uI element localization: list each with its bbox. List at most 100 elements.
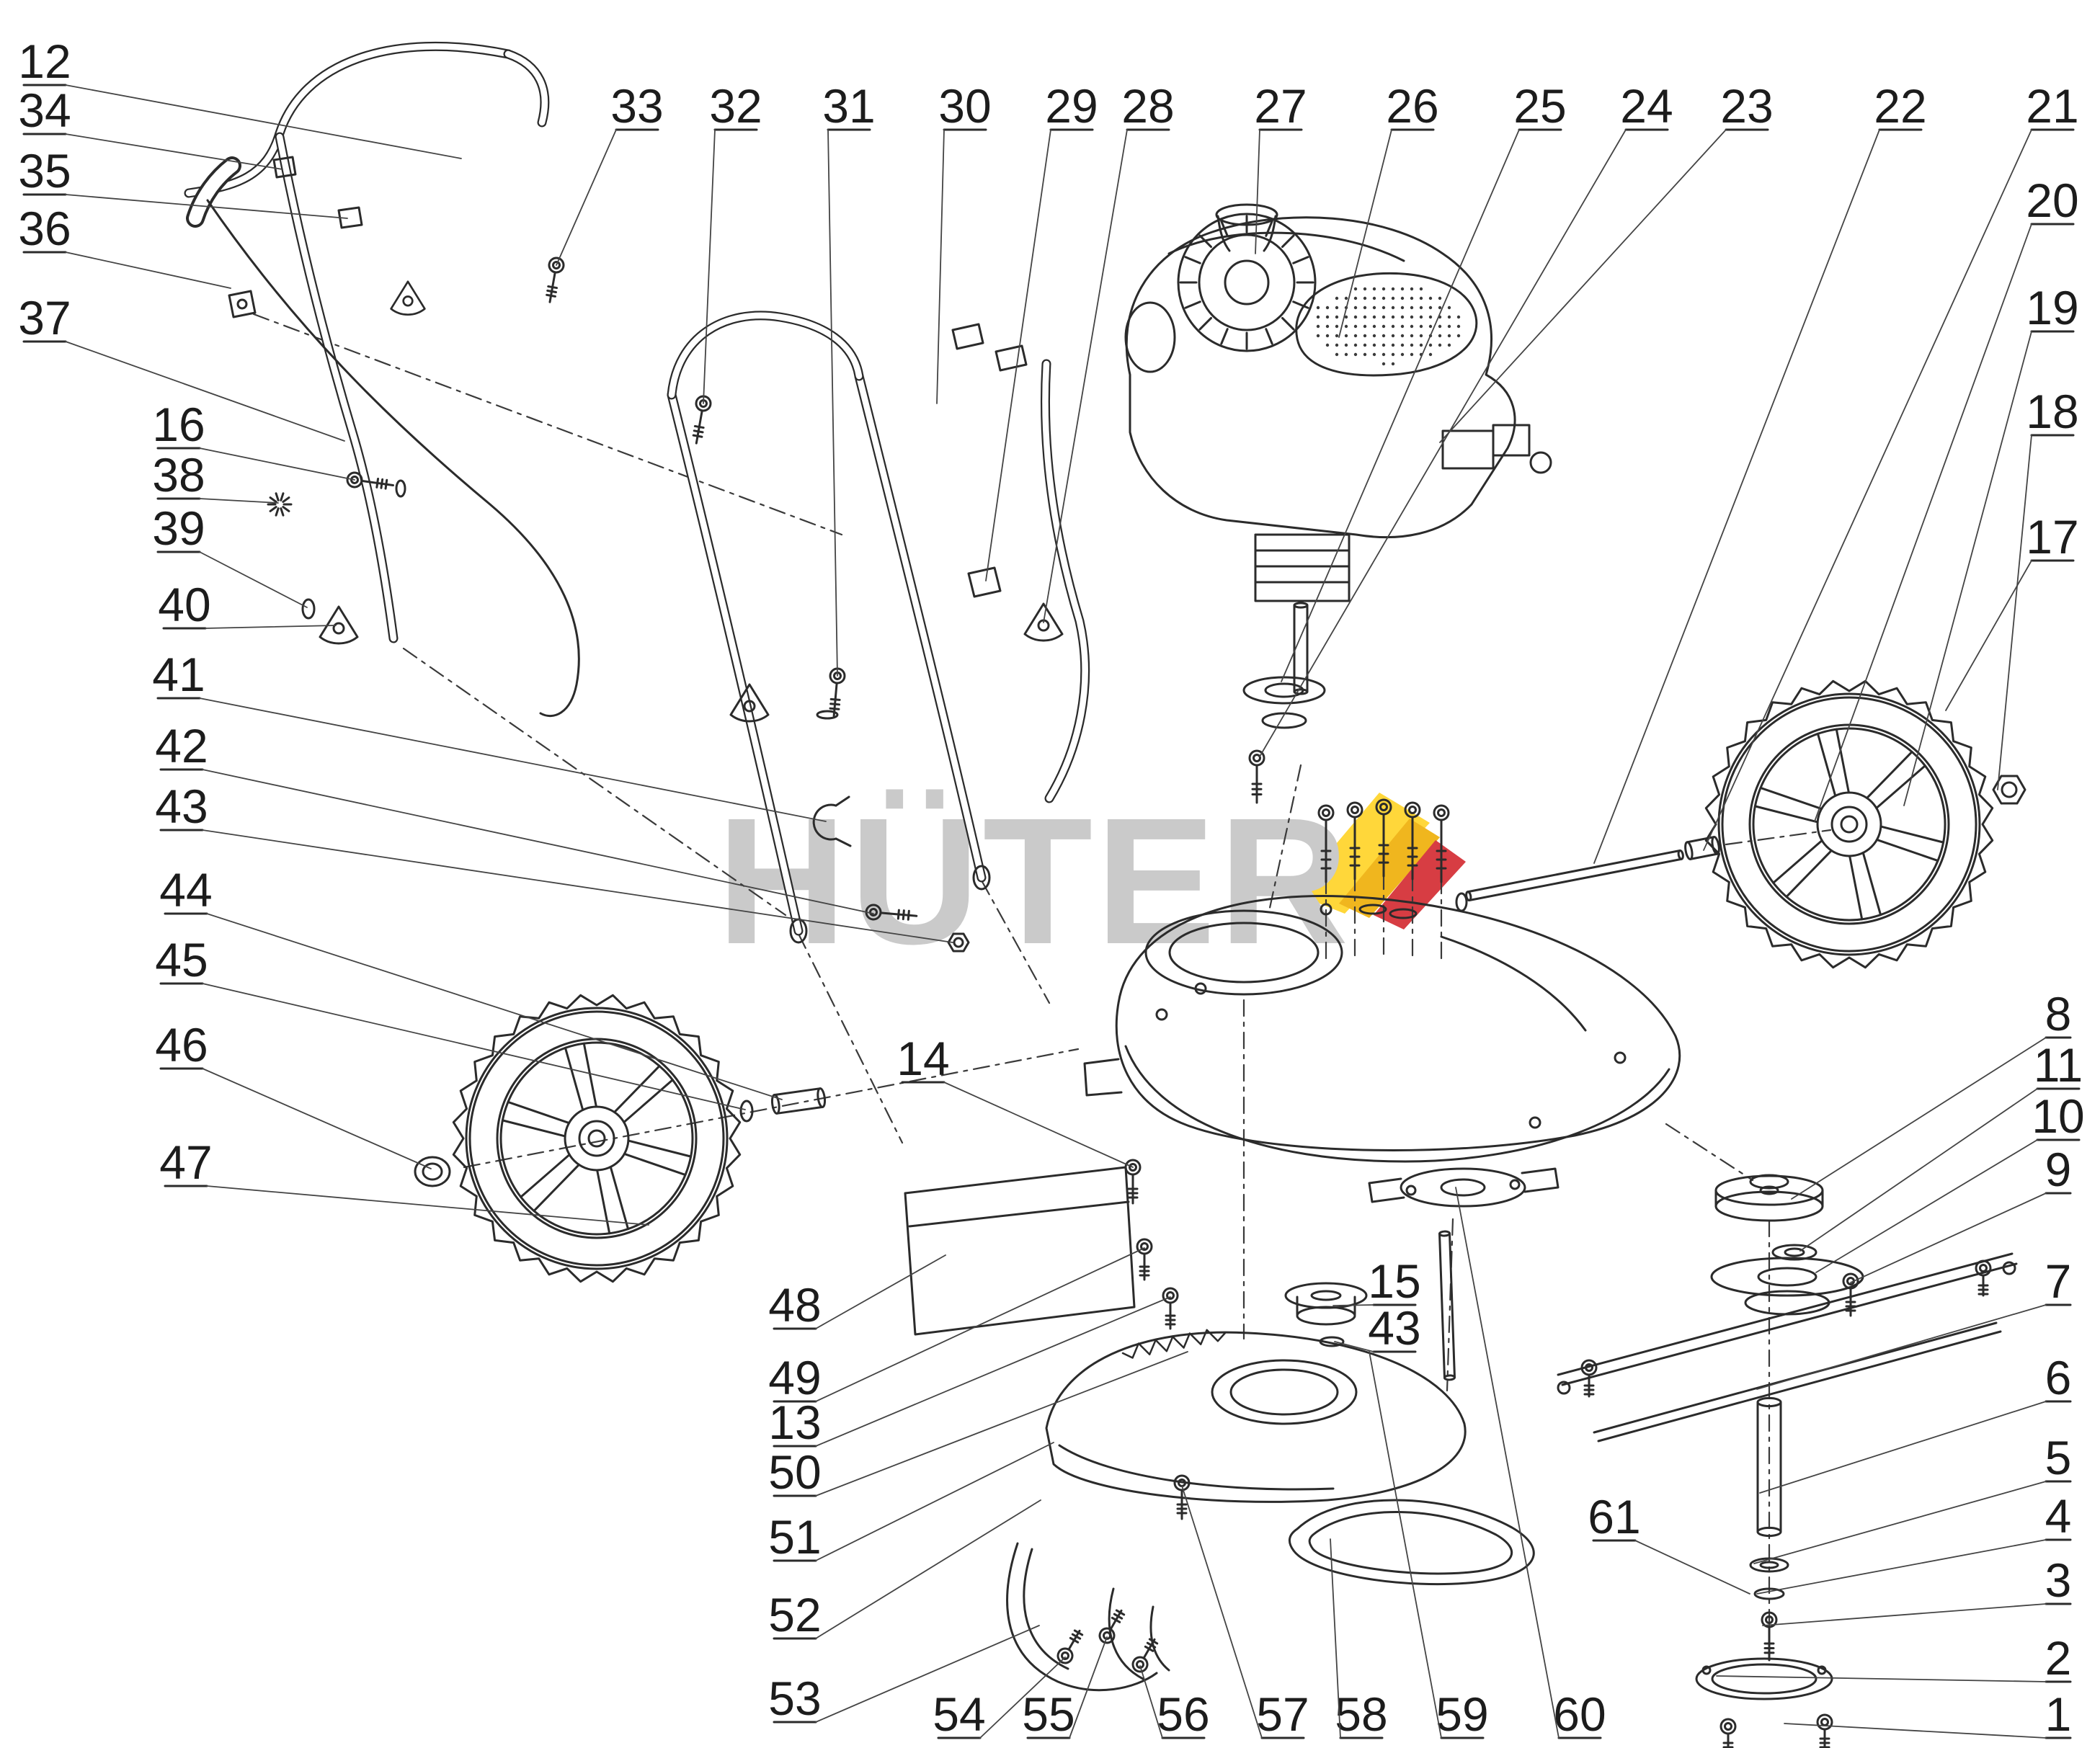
callout-8: 8 xyxy=(1791,987,2072,1200)
callout-number: 33 xyxy=(610,79,663,133)
callout-2: 2 xyxy=(1716,1631,2072,1685)
callout-number: 26 xyxy=(1386,79,1438,133)
callout-number: 55 xyxy=(1022,1687,1075,1741)
callout-55: 55 xyxy=(1022,1636,1108,1741)
callout-number: 53 xyxy=(768,1672,821,1725)
callout-52: 52 xyxy=(768,1499,1041,1641)
callout-16: 16 xyxy=(152,398,355,481)
callout-number: 2 xyxy=(2045,1631,2072,1685)
axis-dash-line xyxy=(1665,1123,1754,1182)
callout-31: 31 xyxy=(822,79,876,677)
callout-number: 39 xyxy=(152,501,205,555)
leader-line xyxy=(1338,129,1392,338)
washer-or-flange xyxy=(1358,904,1387,915)
washer-or-flange xyxy=(414,1156,451,1187)
axis-dash-line xyxy=(797,932,904,1144)
leader-line xyxy=(202,983,746,1110)
hole-or-cap xyxy=(2002,1261,2016,1275)
callout-number: 61 xyxy=(1588,1490,1640,1543)
washer-or-flange xyxy=(1319,1336,1345,1347)
starter-cap-ribs xyxy=(1179,215,1314,350)
brand-logo-yellow xyxy=(1294,793,1430,914)
callout-32: 32 xyxy=(703,79,762,404)
tire-tread xyxy=(452,994,742,1283)
leader-line xyxy=(1791,1037,2047,1200)
handlebar-tube-core xyxy=(855,373,985,881)
bolt xyxy=(1433,804,1450,883)
bolt xyxy=(1162,1287,1179,1330)
callout-number: 41 xyxy=(152,648,205,701)
callout-number: 20 xyxy=(2026,174,2078,227)
hole-or-cap xyxy=(1198,233,1296,331)
leader-line xyxy=(985,129,1051,581)
carburetor xyxy=(1441,429,1495,470)
washer-or-flange xyxy=(301,598,316,620)
washer-or-flange xyxy=(739,1100,754,1123)
callout-58: 58 xyxy=(1330,1538,1388,1741)
washer-or-flange xyxy=(1711,1663,1818,1695)
callout-number: 45 xyxy=(155,933,208,986)
callout-49: 49 xyxy=(768,1247,1145,1404)
leader-line xyxy=(1593,129,1880,864)
leader-line xyxy=(1762,1603,2047,1626)
callout-38: 38 xyxy=(152,448,279,504)
leader-line xyxy=(1069,1636,1108,1739)
leader-line xyxy=(815,1247,1145,1402)
rear-plate xyxy=(904,1166,1136,1336)
callout-3: 3 xyxy=(1762,1553,2072,1626)
hole-or-cap xyxy=(1509,1179,1521,1190)
callout-number: 36 xyxy=(18,202,71,255)
leader-line xyxy=(206,913,783,1100)
callout-number: 9 xyxy=(2045,1143,2072,1196)
bolt xyxy=(692,395,712,445)
leader-line xyxy=(199,498,279,504)
callout-number: 60 xyxy=(1553,1687,1606,1741)
callout-number: 24 xyxy=(1620,79,1673,133)
left-wheel xyxy=(452,994,742,1283)
leader-line xyxy=(703,129,716,404)
callout-42: 42 xyxy=(155,719,874,914)
callout-41: 41 xyxy=(152,648,827,822)
hole-or-cap xyxy=(1701,1665,1712,1675)
leader-line xyxy=(1281,129,1520,682)
debris-guard xyxy=(1023,1548,1069,1670)
bolt xyxy=(1173,1474,1191,1520)
cable-clip xyxy=(835,795,852,847)
callout-21: 21 xyxy=(1703,79,2079,851)
leader-line xyxy=(1043,129,1128,623)
leader-line xyxy=(202,1068,432,1169)
leader-line xyxy=(979,1656,1066,1739)
leader-line xyxy=(1139,1665,1163,1739)
hole-or-cap xyxy=(1224,259,1270,306)
callout-44: 44 xyxy=(159,863,783,1100)
bolt xyxy=(1375,798,1392,878)
handle-clamp xyxy=(995,344,1028,372)
leader-line xyxy=(1945,560,2032,711)
hole-or-cap xyxy=(1529,451,1552,474)
handle-clamp xyxy=(337,206,363,229)
washer-or-flange xyxy=(1744,1290,1830,1316)
callout-36: 36 xyxy=(18,202,231,289)
callout-60: 60 xyxy=(1455,1187,1606,1741)
leader-line xyxy=(65,251,231,289)
hole-or-cap xyxy=(1177,213,1317,352)
bolt xyxy=(546,257,565,303)
bolt xyxy=(1842,1272,1859,1317)
bolt xyxy=(1136,1238,1153,1281)
leader-line xyxy=(199,447,355,481)
callout-53: 53 xyxy=(768,1625,1040,1725)
clamp-knob xyxy=(729,683,770,723)
callout-number: 12 xyxy=(18,35,71,88)
handle-clamp xyxy=(951,323,984,350)
washer-or-flange xyxy=(1759,1185,1779,1195)
callout-37: 37 xyxy=(18,291,345,442)
leader-line xyxy=(556,129,617,266)
leader-line xyxy=(827,129,838,677)
bolt xyxy=(1124,1159,1142,1205)
spring xyxy=(1121,1329,1227,1359)
debris-guard-small xyxy=(1149,1605,1170,1672)
callout-number: 1 xyxy=(2045,1687,2072,1741)
callout-number: 47 xyxy=(159,1136,212,1189)
